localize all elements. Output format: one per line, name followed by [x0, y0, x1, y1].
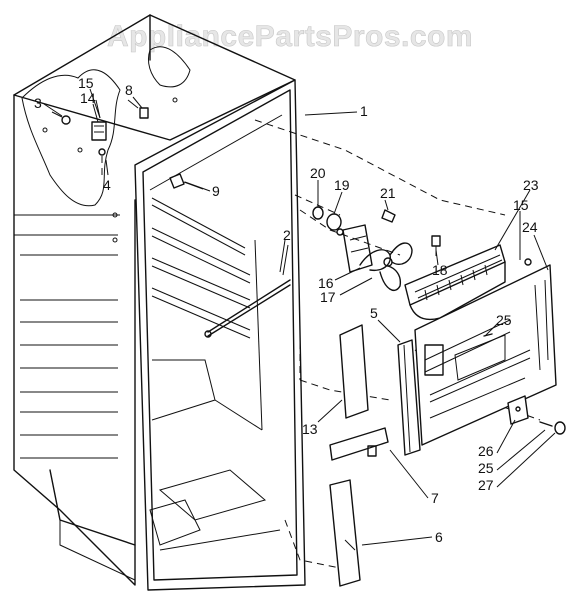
callout-13: 13 [302, 421, 318, 437]
callout-3: 3 [34, 95, 42, 111]
callout-25-upper: 25 [496, 312, 512, 328]
callout-labels: 1 2 3 4 5 6 7 8 9 13 14 15 15 16 17 18 1… [34, 75, 539, 545]
callout-2: 2 [283, 227, 291, 243]
callout-24: 24 [522, 219, 538, 235]
leader-lines [43, 88, 556, 546]
callout-9: 9 [212, 183, 220, 199]
callout-6: 6 [435, 529, 443, 545]
callout-14: 14 [80, 90, 96, 106]
lower-cover-panel [329, 479, 361, 587]
callout-8: 8 [125, 82, 133, 98]
callout-5: 5 [370, 305, 378, 321]
callout-20: 20 [310, 165, 326, 181]
callout-16: 16 [318, 275, 334, 291]
thermostat-control-parts [51, 99, 291, 338]
cabinet-front-frame [134, 79, 306, 591]
callout-7: 7 [431, 490, 439, 506]
callout-15-right: 15 [513, 197, 529, 213]
seal-strip [329, 427, 389, 461]
fastener-hardware [483, 258, 566, 435]
callout-18: 18 [432, 262, 448, 278]
baffle-plate [339, 324, 369, 419]
fan-motor-assembly [312, 206, 441, 291]
callout-4: 4 [103, 177, 111, 193]
callout-1: 1 [360, 103, 368, 119]
air-duct-channel [397, 339, 421, 456]
callout-26: 26 [478, 443, 494, 459]
cabinet-liner [13, 14, 296, 586]
callout-27: 27 [478, 477, 494, 493]
callout-25-lower: 25 [478, 460, 494, 476]
watermark-text: AppliancePartsPros.com [107, 20, 473, 53]
callout-15-left: 15 [78, 75, 94, 91]
callout-17: 17 [320, 289, 336, 305]
callout-19: 19 [334, 177, 350, 193]
callout-23: 23 [523, 177, 539, 193]
callout-21: 21 [380, 185, 396, 201]
